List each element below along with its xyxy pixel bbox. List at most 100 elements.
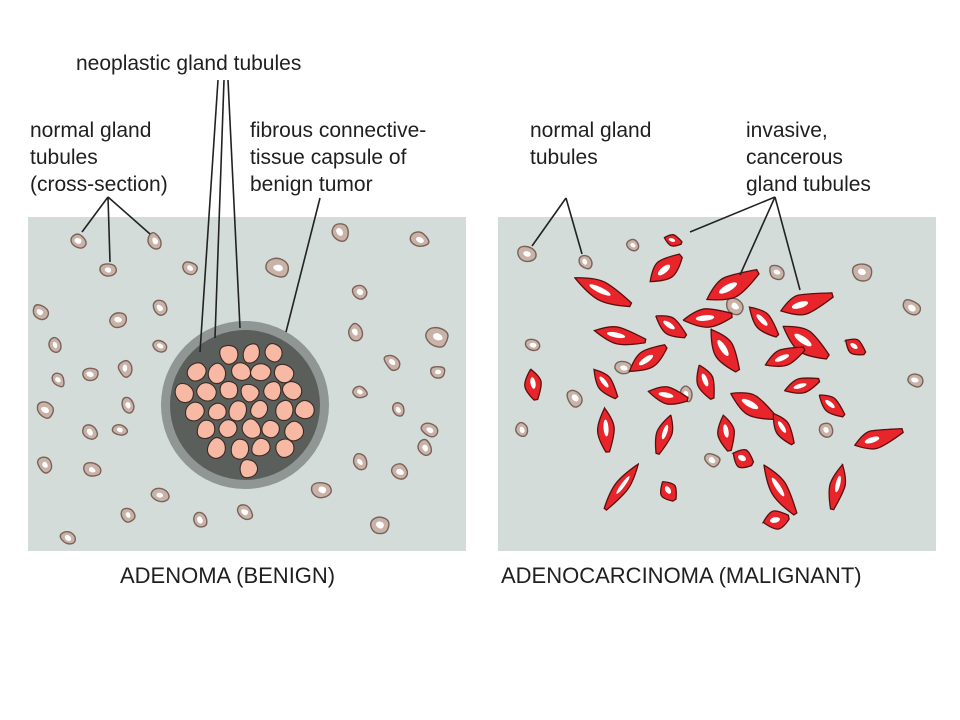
normal-tubule [391,402,405,417]
cancer-tubule [524,368,542,401]
tubule-lumen [36,309,44,316]
neoplastic-cell [239,459,259,479]
tubule-lumen [156,304,164,312]
neoplastic-cell [196,419,216,440]
leader-neoplastic-1 [199,79,219,353]
tubule-lumen [435,369,442,375]
cancer-tubule [709,328,741,373]
normal-tubule [383,354,401,372]
cancer-lumen [664,486,672,494]
normal-tubule [614,360,633,375]
cancer-tubule [761,510,790,530]
cancer-lumen [695,315,715,321]
cancer-tubule [654,414,674,456]
neoplastic-cell [275,399,294,422]
tubule-lumen [42,461,48,468]
tubule-lumen [571,394,579,402]
neoplastic-cell [196,382,217,402]
neoplastic-cell [251,437,271,457]
cancer-tubule [772,412,795,446]
caption-adenoma: ADENOMA (BENIGN) [120,563,336,588]
tubule-lumen [122,364,128,372]
normal-gland-tubules [32,223,924,545]
cancer-tubule [647,386,689,405]
tubule-lumen [157,343,164,349]
normal-tubule [121,396,135,414]
tubule-lumen [395,407,401,413]
normal-tubule [51,372,65,388]
normal-tubule [36,401,55,419]
normal-tubule [818,422,834,438]
cancer-tubule [782,325,830,360]
normal-tubule [769,264,785,281]
tubule-lumen [114,316,122,323]
tubule-lumen [857,268,866,276]
tubule-lumen [433,333,443,341]
cancer-lumen [616,476,630,494]
tubule-lumen [86,428,93,436]
cancer-tubule [593,368,619,400]
cancer-tubule [828,463,847,511]
cancer-lumen [791,301,809,309]
cancer-lumen [835,475,841,493]
tubule-lumen [125,512,131,518]
normal-tubule [147,232,162,250]
neoplastic-cell [264,343,283,363]
cancer-tubule [655,315,688,339]
cancer-tubule [603,462,640,511]
leader-normal-left-3 [107,196,151,235]
tubule-lumen [336,227,344,236]
neoplastic-cell [249,363,272,382]
cancer-tubule [731,448,755,469]
tubule-lumen [88,466,96,473]
normal-tubule [409,231,430,248]
normal-tubule [36,456,53,474]
normal-tubule [851,263,873,282]
normal-tubule [347,322,364,342]
normal-tubule [703,453,721,468]
cancer-tubule [663,234,683,247]
neoplastic-cell [241,418,262,439]
normal-tubule [331,223,349,242]
cancer-tubule [764,346,806,367]
normal-tubule [425,326,449,348]
cancer-lumen [599,376,609,388]
normal-tubule [578,254,593,270]
tubule-lumen [351,328,358,336]
tubule-lumen [241,509,249,516]
tubule-lumen [376,521,384,529]
leader-normal-left-1 [81,196,109,233]
normal-tubule [82,424,99,440]
leader-capsule [285,197,321,333]
normal-tubule [517,245,537,263]
neoplastic-cell [284,420,305,442]
tubule-lumen [529,342,537,348]
benign-tumor [161,321,329,489]
tubule-lumen [388,358,396,366]
neoplastic-cell [186,362,207,382]
normal-tubule [59,530,77,545]
cancer-lumen [657,264,671,276]
cancer-tubule [596,406,615,453]
cancer-tubule [705,268,760,301]
neoplastic-cell [230,438,250,460]
leader-lines [81,79,801,353]
normal-tubule [117,359,133,378]
cancer-lumen [658,392,674,398]
normal-tubule [351,284,368,300]
tubule-lumen [318,486,327,494]
leader-neoplastic-2 [214,79,225,339]
label-normal-gland-tubules-malignant: normal gland tubules [530,119,652,169]
normal-tubule [515,421,529,438]
normal-tubule [152,299,168,316]
leader-invasive-2 [739,196,776,276]
cancer-lumen [661,424,669,440]
tubule-lumen [156,492,164,498]
neoplastic-cell [184,401,205,422]
cancer-lumen [794,333,812,347]
cancer-tubule [717,414,735,452]
cancer-lumen [770,517,780,523]
leader-normal-right-2 [565,197,583,255]
cancer-tubule [627,344,668,373]
